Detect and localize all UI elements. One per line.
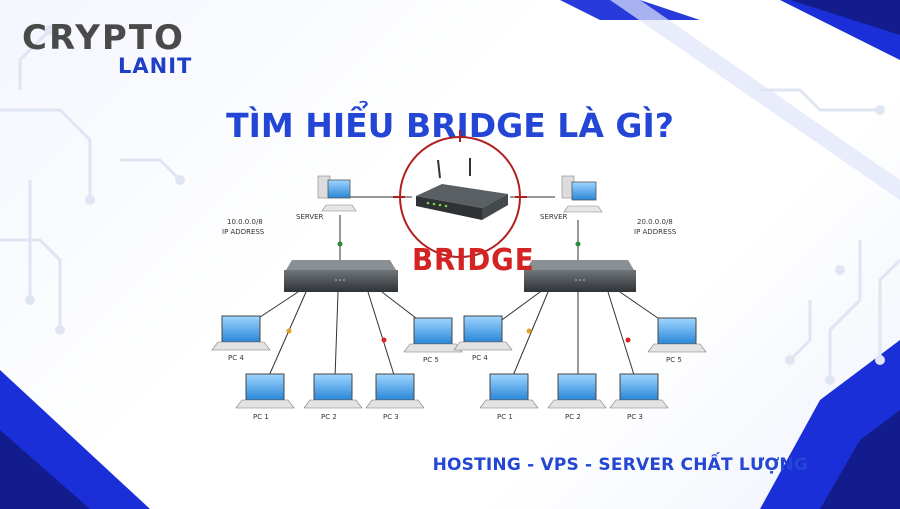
pc-right-4 [453,315,513,351]
pc-right-5 [647,317,707,353]
switch-right [524,260,636,292]
bridge-device [393,130,527,258]
pc-left-2-label: PC 2 [321,413,337,421]
right-ip-address-label: IP ADDRESS [634,228,677,236]
server-right [561,175,603,213]
left-network-address: 10.0.0.0/8 [227,218,263,226]
tagline: HOSTING - VPS - SERVER CHẤT LƯỢNG [432,455,808,475]
bridge-label: BRIDGE [412,243,535,278]
server-right-label: SERVER [540,213,568,221]
pc-left-3 [365,373,425,409]
pc-left-1 [235,373,295,409]
pc-right-4-label: PC 4 [472,354,488,362]
pc-right-2-label: PC 2 [565,413,581,421]
link-dots [286,241,631,343]
left-ip-address-label: IP ADDRESS [222,228,265,236]
switch-left [284,260,398,292]
pc-left-4 [211,315,271,351]
pc-left-5-label: PC 5 [423,356,439,364]
pc-right-5-label: PC 5 [666,356,682,364]
pc-left-4-label: PC 4 [228,354,244,362]
pc-left-3-label: PC 3 [383,413,399,421]
pc-right-1 [479,373,539,409]
pc-left-5 [403,317,463,353]
pc-right-3 [609,373,669,409]
logo-lanit: LANIT [118,54,193,78]
pc-left-1-label: PC 1 [253,413,269,421]
pc-right-3-label: PC 3 [627,413,643,421]
server-left [317,175,357,212]
pc-right-2 [547,373,607,409]
pc-left-2 [303,373,363,409]
server-left-label: SERVER [296,213,324,221]
logo-crypto: CRYPTO [22,18,185,58]
right-network-address: 20.0.0.0/8 [637,218,673,226]
pc-right-1-label: PC 1 [497,413,513,421]
